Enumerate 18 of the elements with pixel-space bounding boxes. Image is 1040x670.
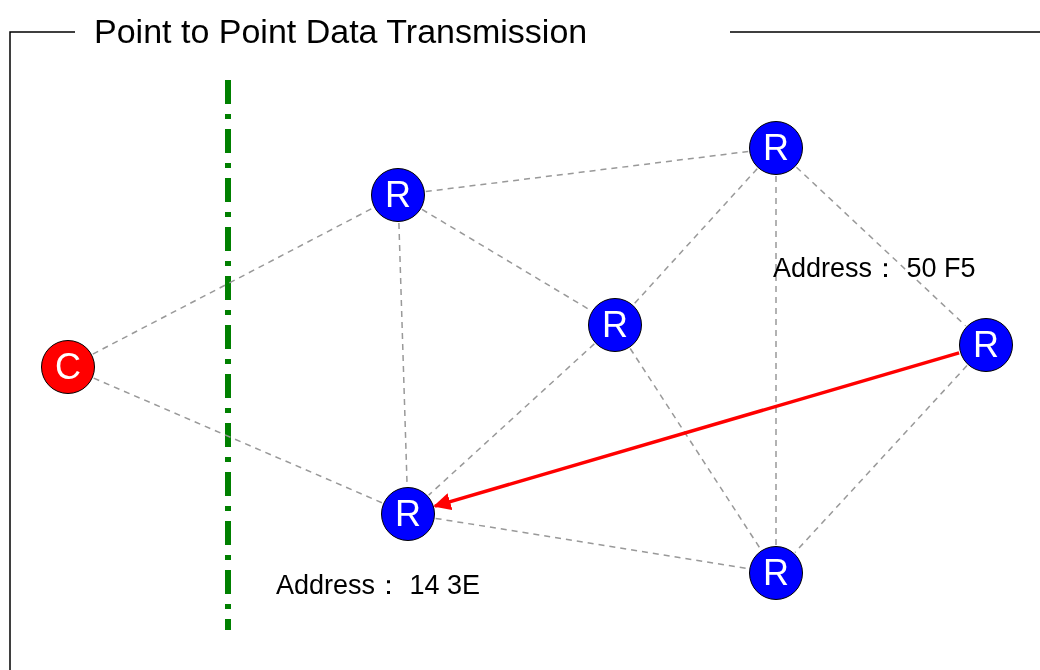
connector-line: [795, 166, 967, 327]
connector-line: [775, 175, 777, 546]
connector-line: [633, 167, 758, 306]
router-circle: R: [371, 168, 425, 222]
connector-line: [425, 150, 749, 193]
router-circle: R: [749, 546, 803, 600]
connector-line: [92, 377, 384, 504]
connector-line: [427, 343, 596, 496]
address-label: Address： 14 3E: [276, 569, 481, 602]
router-circle: R: [959, 318, 1013, 372]
router-circle: R: [588, 298, 642, 352]
client-circle: C: [41, 340, 95, 394]
router-circle: R: [749, 121, 803, 175]
connector-line: [92, 207, 374, 355]
router-circle: R: [381, 487, 435, 541]
arrow: [433, 351, 960, 511]
address-label: Address： 50 F5: [773, 252, 976, 285]
connector-line: [794, 364, 968, 554]
